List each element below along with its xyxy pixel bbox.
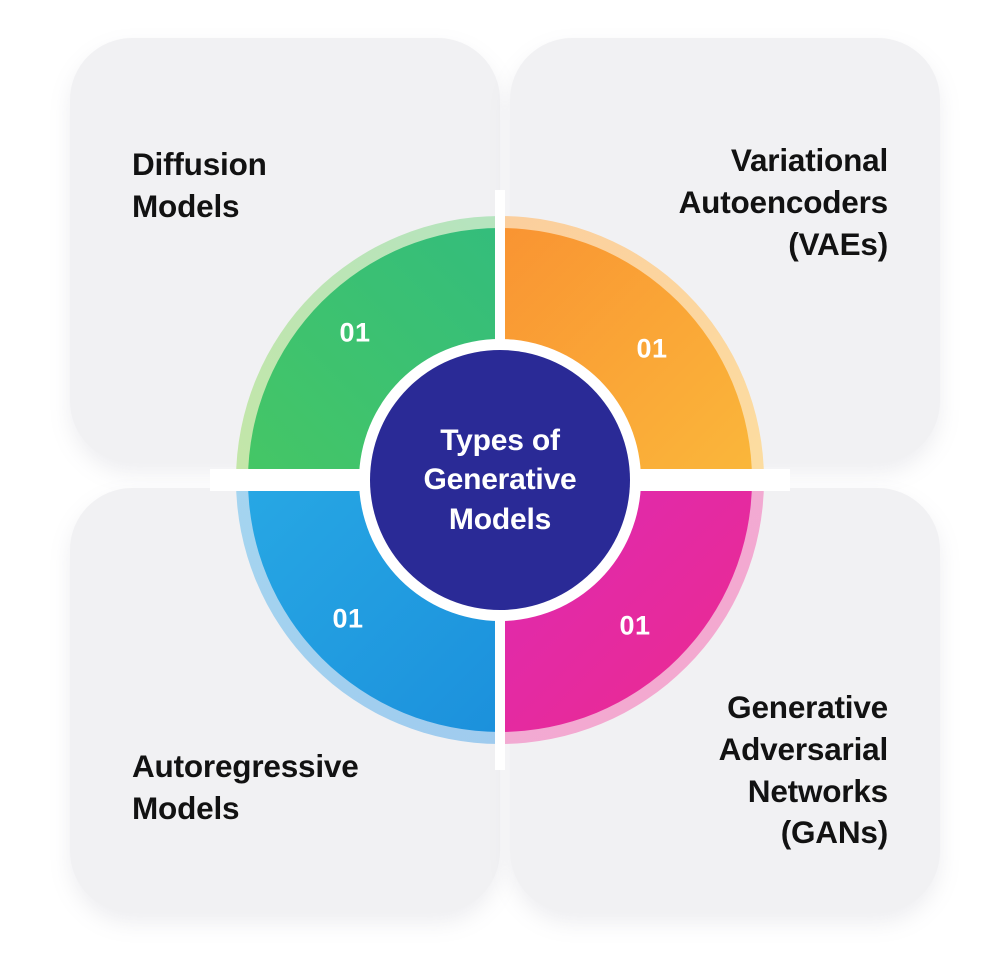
quadrant-title: Generative Adversarial Networks (GANs)	[718, 688, 889, 851]
quadrant-title: Autoregressive Models	[132, 748, 359, 826]
step-number-generative-adversarial-networks: 01	[619, 610, 651, 641]
center-hub[interactable]: Types of Generative Models	[370, 350, 630, 610]
center-hub-label: Types of Generative Models	[423, 423, 577, 536]
step-number-variational-autoencoders: 01	[636, 333, 668, 364]
quadrant-title: Variational Autoencoders (VAEs)	[678, 142, 889, 262]
step-number-autoregressive-models: 01	[332, 603, 364, 634]
quadrant-title: Diffusion Models	[132, 145, 267, 224]
step-number-diffusion-models: 01	[339, 317, 371, 348]
